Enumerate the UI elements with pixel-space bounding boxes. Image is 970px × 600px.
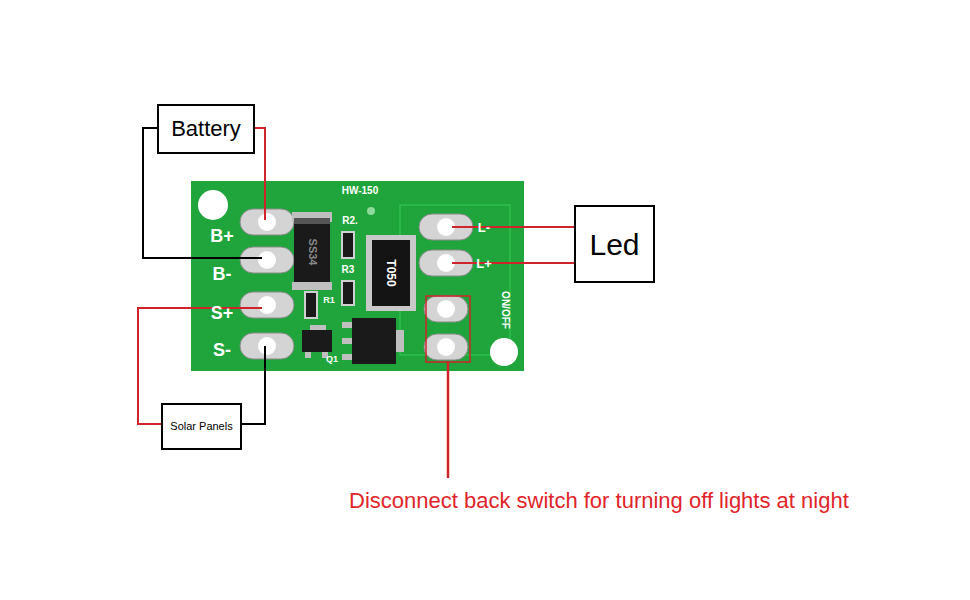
diode-lead — [292, 282, 332, 290]
pad-hole — [258, 296, 276, 314]
mounting-hole — [198, 190, 228, 220]
transistor-pin — [305, 352, 311, 358]
ic-pin — [342, 322, 352, 328]
node-label: Led — [589, 228, 639, 261]
solder-pad — [240, 247, 294, 273]
pad-hole — [258, 337, 276, 355]
note-text: Disconnect back switch for turning off l… — [349, 490, 849, 512]
component-box: Battery — [157, 104, 255, 154]
pad-hole — [437, 300, 455, 318]
component-box: Solar Panels — [161, 403, 242, 450]
pad-hole — [258, 251, 276, 269]
part-name: R3 — [342, 265, 355, 275]
ic-pin — [342, 338, 352, 344]
pin-name: S- — [213, 341, 231, 359]
switch-bracket — [426, 296, 470, 362]
leader-wire — [447, 362, 450, 478]
pin-name: L+ — [476, 257, 492, 270]
transistor-body — [302, 330, 332, 352]
ic-pin — [342, 354, 352, 360]
diode-body — [294, 218, 330, 284]
pad-hole — [258, 213, 276, 231]
resistor-symbol — [342, 281, 354, 305]
inductor-body — [372, 240, 410, 306]
part-marking: SS34 — [307, 239, 318, 266]
node-label: Battery — [171, 117, 241, 141]
resistor-symbol — [342, 232, 354, 258]
component-box: Led — [574, 205, 655, 283]
solder-pad — [240, 333, 294, 359]
pad-group — [419, 214, 473, 360]
pin-name: S+ — [211, 304, 234, 322]
solder-pad — [424, 334, 468, 360]
ic-tab — [396, 330, 404, 352]
inductor-frame — [366, 235, 416, 311]
pin-name: B- — [213, 265, 232, 283]
solder-pad — [424, 296, 468, 322]
leader-wire — [242, 346, 265, 424]
pad-group — [240, 209, 294, 359]
resistor-symbol — [305, 292, 317, 318]
node-label: Solar Panels — [170, 420, 232, 432]
part-marking: T050 — [385, 259, 397, 286]
leader-wire — [452, 226, 574, 228]
pin-name: L- — [478, 221, 490, 234]
part-name: Q1 — [326, 355, 338, 364]
ic-body — [352, 318, 396, 364]
solder-pad — [240, 292, 294, 318]
board-name: HW-150 — [342, 186, 378, 196]
pcb-board — [191, 181, 524, 371]
diode-band — [294, 218, 330, 224]
mounting-hole — [490, 338, 518, 366]
switch-label: ON/OFF — [500, 291, 510, 329]
leader-wire — [255, 128, 265, 220]
part-name: R1 — [323, 296, 335, 305]
pad-hole — [437, 338, 455, 356]
solder-pad — [240, 209, 294, 235]
pin-name: B+ — [210, 227, 234, 245]
fiducial — [367, 207, 375, 215]
part-name: R2. — [342, 216, 358, 226]
leader-wire — [452, 262, 574, 264]
